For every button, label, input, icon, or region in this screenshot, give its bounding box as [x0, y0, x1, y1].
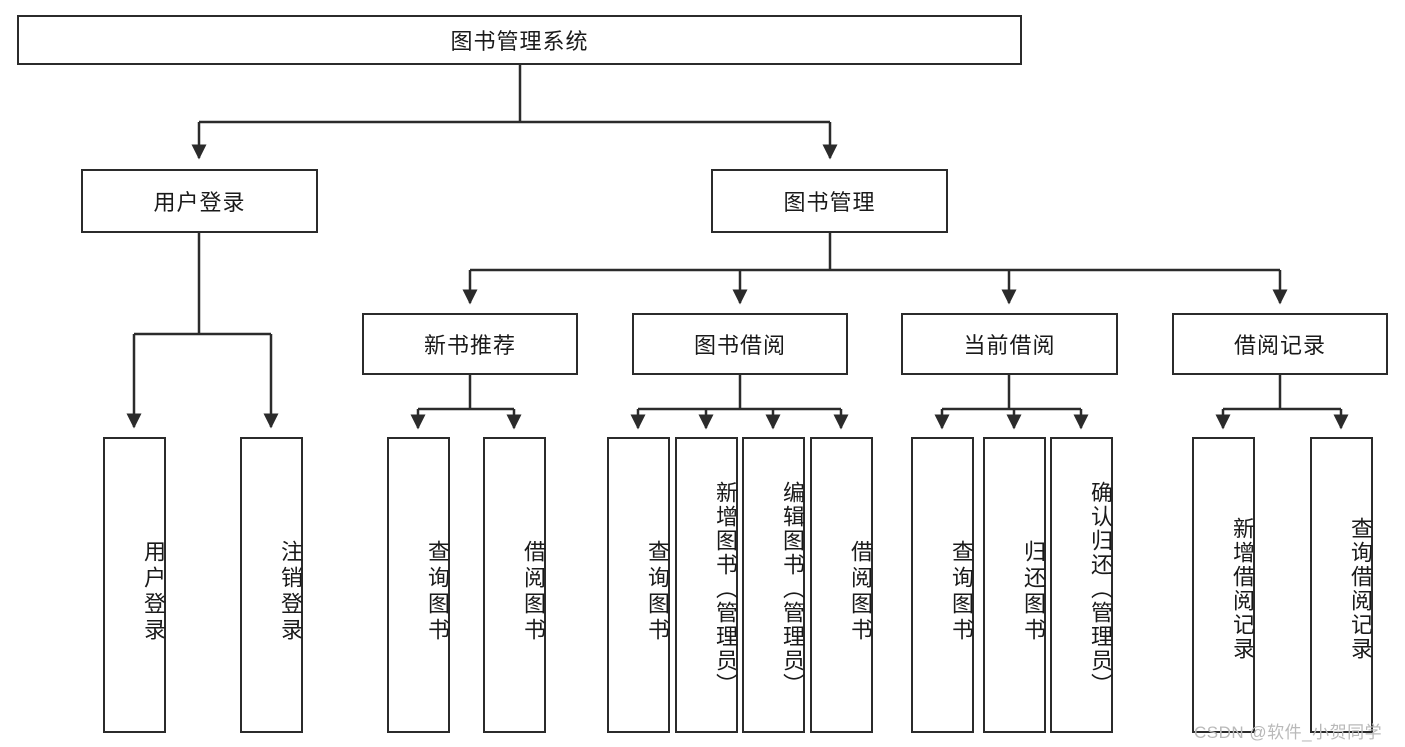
node-book-management[interactable]: 图书管理	[711, 169, 948, 233]
node-root[interactable]: 图书管理系统	[17, 15, 1022, 65]
leaf-return-book[interactable]: 归还图书	[983, 437, 1046, 733]
node-label: 确认归还（管理员）	[1088, 481, 1113, 697]
node-label: 新书推荐	[423, 333, 516, 358]
csdn-watermark: CSDN @软件_小贺同学	[1194, 723, 1383, 742]
node-label: 注销登录	[278, 540, 303, 644]
leaf-query-borrow-record[interactable]: 查询借阅记录	[1310, 437, 1373, 733]
node-label: 新增借阅记录	[1230, 517, 1255, 661]
leaf-borrow-book[interactable]: 借阅图书	[810, 437, 873, 733]
leaf-query-book-borrow[interactable]: 查询图书	[607, 437, 670, 733]
node-label: 图书借阅	[693, 333, 786, 358]
node-label: 借阅记录	[1233, 333, 1326, 358]
node-label: 借阅图书	[521, 540, 546, 644]
node-label: 编辑图书（管理员）	[780, 481, 805, 697]
node-label: 查询图书	[949, 540, 974, 644]
node-label: 查询图书	[645, 540, 670, 644]
leaf-query-book-current[interactable]: 查询图书	[911, 437, 974, 733]
node-borrow-records[interactable]: 借阅记录	[1172, 313, 1388, 375]
leaf-borrow-book-recommend[interactable]: 借阅图书	[483, 437, 546, 733]
node-label: 图书管理系统	[450, 29, 589, 54]
node-label: 借阅图书	[848, 540, 873, 644]
leaf-add-book-admin[interactable]: 新增图书（管理员）	[675, 437, 738, 733]
node-label: 归还图书	[1021, 540, 1046, 644]
node-label: 用户登录	[141, 540, 166, 644]
leaf-edit-book-admin[interactable]: 编辑图书（管理员）	[742, 437, 805, 733]
leaf-confirm-return-admin[interactable]: 确认归还（管理员）	[1050, 437, 1113, 733]
node-label: 图书管理	[783, 190, 876, 215]
node-current-borrow[interactable]: 当前借阅	[901, 313, 1118, 375]
leaf-query-book-recommend[interactable]: 查询图书	[387, 437, 450, 733]
node-book-borrow[interactable]: 图书借阅	[632, 313, 848, 375]
node-label: 查询借阅记录	[1348, 517, 1373, 661]
node-label: 新增图书（管理员）	[713, 481, 738, 697]
node-label: 当前借阅	[963, 333, 1056, 358]
leaf-logout[interactable]: 注销登录	[240, 437, 303, 733]
node-label: 查询图书	[425, 540, 450, 644]
node-user-login[interactable]: 用户登录	[81, 169, 318, 233]
leaf-add-borrow-record[interactable]: 新增借阅记录	[1192, 437, 1255, 733]
node-label: 用户登录	[153, 190, 246, 215]
node-new-book-recommend[interactable]: 新书推荐	[362, 313, 578, 375]
leaf-user-login[interactable]: 用户登录	[103, 437, 166, 733]
